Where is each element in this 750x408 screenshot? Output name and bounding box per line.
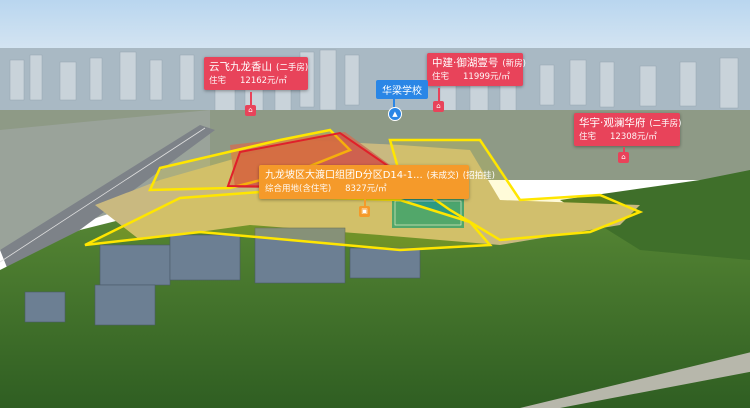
- house-icon: ⌂: [245, 105, 256, 116]
- school-label[interactable]: 华梁学校: [376, 80, 428, 99]
- listing-title: 华宇·观澜华府: [579, 117, 646, 129]
- parcel-pin: [364, 198, 366, 206]
- listing-type: 住宅: [579, 132, 597, 142]
- listing-title: 云飞九龙香山: [209, 61, 272, 73]
- listing-pin: [250, 92, 252, 106]
- yellow-boundary-upper: [148, 128, 353, 192]
- listing-title: 中建·御湖壹号: [432, 57, 499, 69]
- listing-price: 12162元/㎡: [240, 76, 287, 86]
- parcel-type: 综合用地(含住宅): [265, 184, 332, 194]
- house-icon: ⌂: [433, 101, 444, 112]
- listing-price: 12308元/㎡: [610, 132, 657, 142]
- listing-pin: [438, 88, 440, 102]
- target-parcel-card[interactable]: 九龙坡区大渡口组团D分区D14-1...(未成交)(招拍挂) 综合用地(含住宅)…: [259, 165, 495, 199]
- parcel-status: (未成交): [426, 171, 459, 181]
- school-pin: [393, 97, 395, 107]
- yellow-boundary-left: [84, 188, 493, 252]
- listing-card-yunfei[interactable]: 云飞九龙香山 (二手房) 住宅 12162元/㎡: [204, 57, 308, 90]
- listing-card-zhongjian[interactable]: 中建·御湖壹号(新房) 住宅 11999元/㎡: [427, 53, 526, 86]
- listing-pin: [623, 147, 625, 153]
- parcel-mode: (招拍挂): [462, 171, 495, 181]
- parcel-price: 8327元/㎡: [345, 184, 387, 194]
- listing-tag: (二手房): [649, 119, 682, 129]
- listing-type: 住宅: [209, 76, 227, 86]
- listing-tag: (新房): [502, 59, 526, 69]
- parcel-title: 九龙坡区大渡口组团D分区D14-1...: [265, 170, 423, 181]
- listing-price: 11999元/㎡: [463, 72, 510, 82]
- listing-type: 住宅: [432, 72, 450, 82]
- house-icon: ⌂: [618, 152, 629, 163]
- land-icon: ▣: [359, 206, 370, 217]
- listing-card-huayu[interactable]: 华宇·观澜华府(二手房) 住宅 12308元/㎡: [574, 113, 682, 146]
- listing-tag: (二手房): [276, 63, 309, 73]
- school-icon: ▲: [388, 107, 402, 121]
